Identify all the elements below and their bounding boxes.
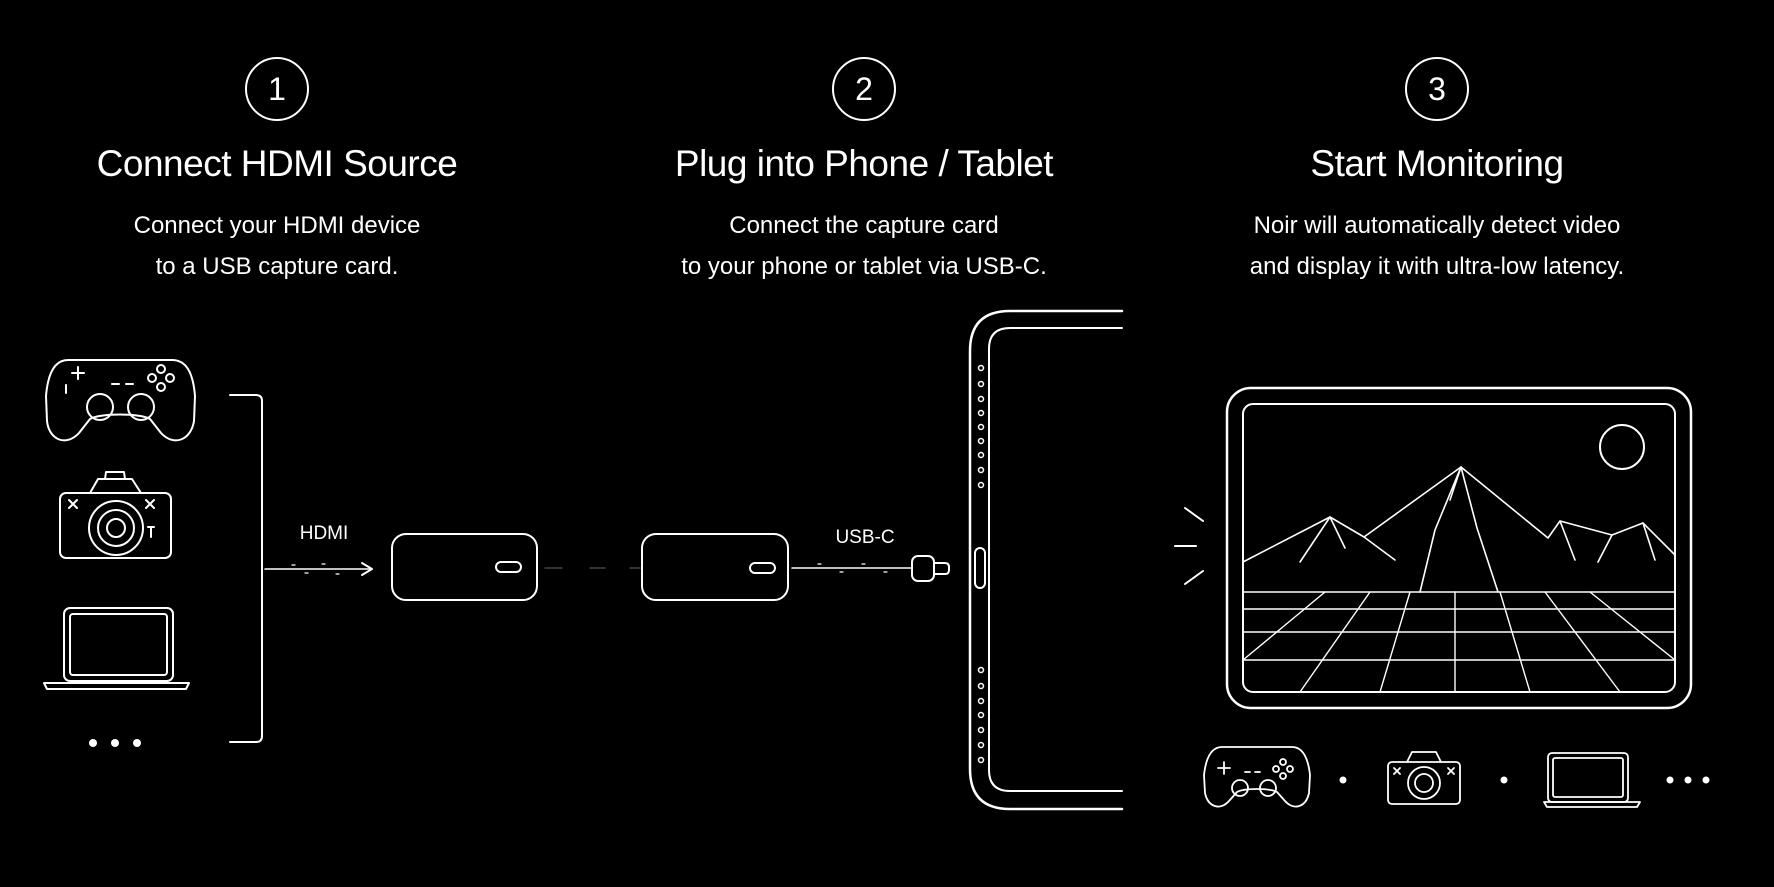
tablet-display-icon (1225, 386, 1693, 710)
camera-icon (1387, 751, 1461, 805)
step-title-1: Connect HDMI Source (96, 143, 458, 184)
ellipsis-icon (89, 739, 141, 747)
step-desc-3-line-2: and display it with ultra-low latency. (1249, 253, 1625, 280)
step-desc-3: Noir will automatically detect video and… (1157, 205, 1717, 287)
step-title-2: Plug into Phone / Tablet (674, 143, 1054, 184)
step-number-2: 2 (832, 57, 896, 121)
step-number-1: 1 (245, 57, 309, 121)
step-desc-3-line-1: Noir will automatically detect video (1253, 212, 1621, 239)
step-desc-2-line-1: Connect the capture card (729, 212, 999, 239)
gamepad-icon (1203, 746, 1311, 808)
capture-card-icon (391, 533, 538, 601)
signal-lines (1174, 507, 1204, 585)
step-2: 2 Plug into Phone / Tablet Connect the c… (584, 0, 1144, 287)
step-desc-1-line-1: Connect your HDMI device (133, 212, 421, 239)
laptop-icon (1543, 752, 1641, 808)
step-desc-2-line-2: to your phone or tablet via USB-C. (681, 253, 1047, 280)
grid-floor-icon (1242, 591, 1676, 693)
mountains-icon (1242, 466, 1676, 593)
usbc-label: USB-C (835, 527, 895, 548)
step-3: 3 Start Monitoring Noir will automatical… (1157, 0, 1717, 287)
step-desc-1-line-2: to a USB capture card. (155, 253, 399, 280)
hdmi-label: HDMI (299, 523, 349, 544)
hdmi-arrow (264, 562, 373, 576)
tablet-icon (968, 309, 1124, 811)
laptop-icon (43, 607, 190, 690)
step-title-3: Start Monitoring (1310, 143, 1564, 184)
step-1: 1 Connect HDMI Source Connect your HDMI … (0, 0, 557, 287)
usbc-cable (791, 555, 950, 582)
step-number-3: 3 (1405, 57, 1469, 121)
step-desc-2: Connect the capture card to your phone o… (584, 205, 1144, 287)
step-desc-1: Connect your HDMI device to a USB captur… (0, 205, 557, 287)
camera-icon (59, 471, 172, 559)
gamepad-icon (45, 359, 196, 442)
separator-dots (1339, 776, 1710, 784)
capture-card-icon (641, 533, 789, 601)
sun-icon (1599, 424, 1645, 470)
source-bracket (229, 394, 263, 743)
